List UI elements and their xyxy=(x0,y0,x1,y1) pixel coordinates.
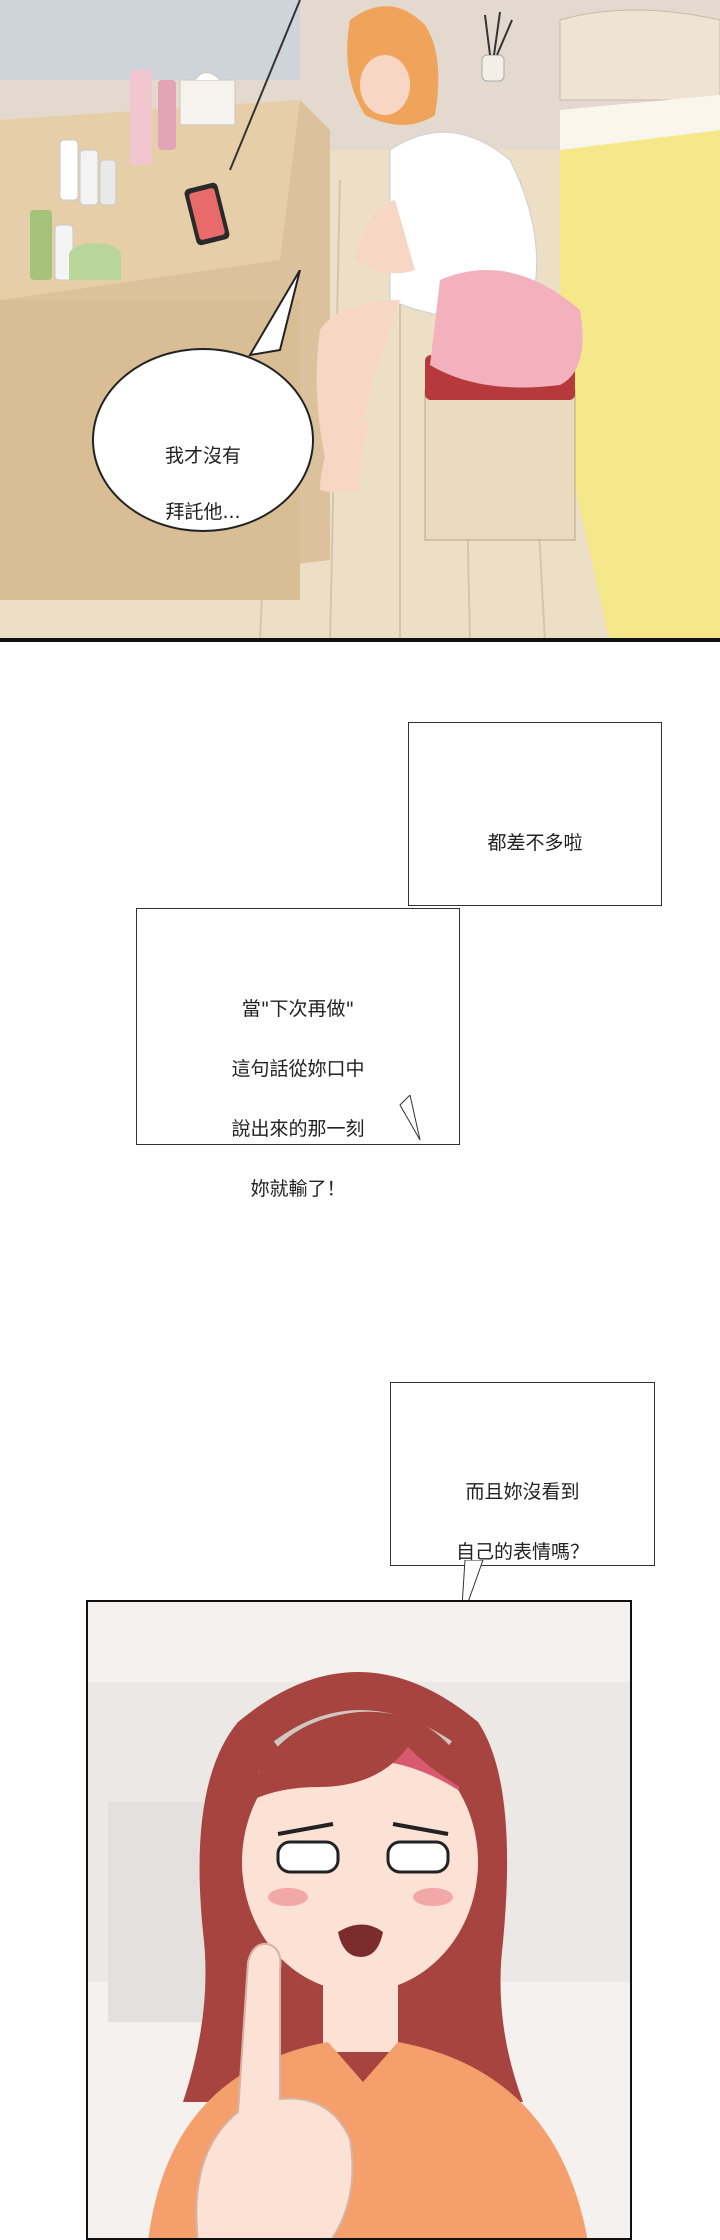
caption-box-2: 當"下次再做" 這句話從妳口中 說出來的那一刻 妳就輸了！ xyxy=(136,908,460,1200)
blonde-girl-figure xyxy=(316,6,583,493)
caption-2-text: 當"下次再做" 這句話從妳口中 說出來的那一刻 妳就輸了！ xyxy=(137,964,459,1234)
speech-bubble-text: 我才沒有 拜託他... xyxy=(94,414,312,554)
speech-line-2: 拜託他... xyxy=(165,501,241,523)
caption-3-line-2: 自己的表情嗎？ xyxy=(455,1541,589,1563)
cosmetic-bottles-icon xyxy=(30,70,176,281)
caption-3-line-1: 而且妳沒看到 xyxy=(465,1481,580,1503)
speech-bubble-tail xyxy=(248,270,301,357)
caption-2-line-2: 這句話從妳口中 xyxy=(231,1058,365,1080)
caption-2-tail xyxy=(399,1095,421,1141)
caption-3-text: 而且妳沒看到 自己的表情嗎？ xyxy=(391,1447,654,1597)
caption-1-text: 都差不多啦 xyxy=(409,801,661,885)
bed xyxy=(559,9,720,642)
pointing-girl-illustration xyxy=(88,1602,630,2238)
panel-bedroom: 我才沒有 拜託他... xyxy=(0,0,720,642)
speech-bubble-icon: 我才沒有 拜託他... xyxy=(92,348,314,532)
reed-diffuser-icon xyxy=(481,11,513,82)
smartphone-icon xyxy=(184,182,230,246)
caption-2-line-4: 妳就輸了！ xyxy=(250,1178,346,1200)
tissue-box-icon xyxy=(179,72,236,126)
caption-box-3: 而且妳沒看到 自己的表情嗎？ xyxy=(390,1382,655,1566)
caption-box-1: 都差不多啦 xyxy=(408,722,662,906)
bedroom-illustration xyxy=(0,0,720,642)
panel-1-border xyxy=(0,638,720,642)
speech-line-1: 我才沒有 xyxy=(164,445,241,467)
caption-2-line-1: 當"下次再做" xyxy=(241,998,355,1020)
caption-1-line-1: 都差不多啦 xyxy=(487,832,583,854)
caption-2-line-3: 說出來的那一刻 xyxy=(231,1118,365,1140)
panel-girl-pointing xyxy=(86,1600,632,2240)
